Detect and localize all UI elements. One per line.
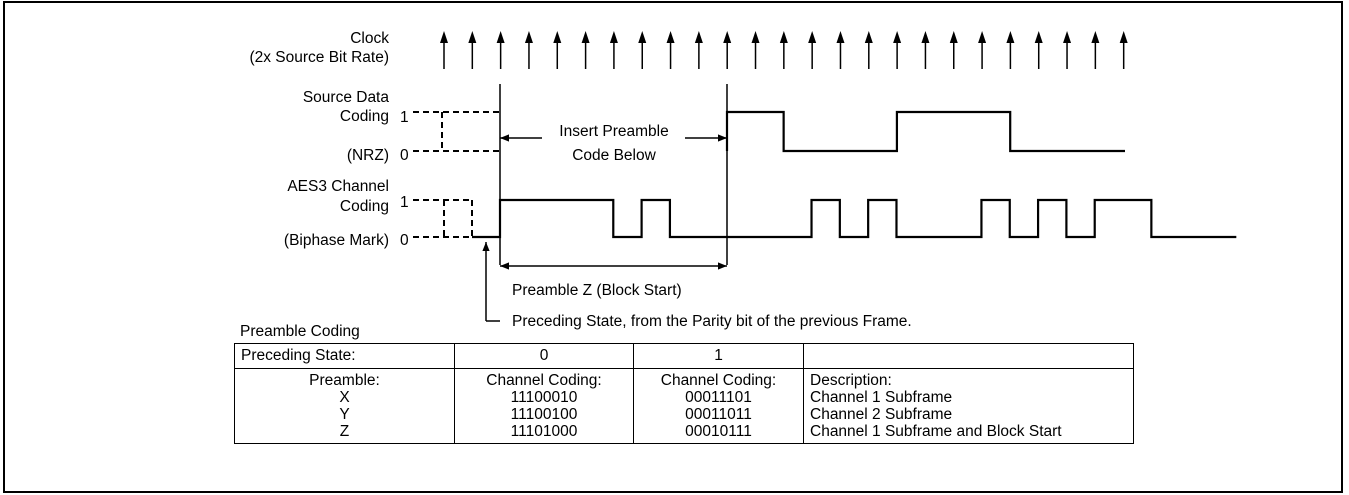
clock-label-line2: (2x Source Bit Rate) <box>249 49 389 66</box>
coding-state0-column: Channel Coding: 11100010 11100100 111010… <box>454 368 634 444</box>
preamble-column: Preamble: X Y Z <box>234 368 455 444</box>
source-level-low: 0 <box>400 147 409 164</box>
preceding-state-label: Preceding State, from the Parity bit of … <box>512 313 912 330</box>
preamble-x: X <box>339 389 350 406</box>
insert-preamble-line1: Insert Preamble <box>559 123 668 140</box>
clock-tick-arrow <box>978 31 987 43</box>
description-x: Channel 1 Subframe <box>810 389 953 406</box>
coding-y-state0: 11100100 <box>510 406 578 423</box>
source-label-line3: (NRZ) <box>347 147 389 164</box>
source-label-line1: Source Data <box>303 89 390 106</box>
clock-tick-arrow <box>496 31 505 43</box>
col-title-description: Description: <box>810 372 892 389</box>
clock-tick-arrow <box>666 31 675 43</box>
table-body-row: Preamble: X Y Z Channel Coding: 11100010… <box>234 368 1134 444</box>
source-level-high: 1 <box>400 109 409 126</box>
clock-tick-arrow <box>893 31 902 43</box>
table-caption: Preamble Coding <box>240 323 360 340</box>
clock-tick-arrow <box>440 31 448 43</box>
col-title-coding-1: Channel Coding: <box>660 372 777 389</box>
clock-ticks <box>440 31 1128 69</box>
aes3-label-line2: Coding <box>340 198 389 215</box>
clock-tick-arrow <box>1091 31 1100 43</box>
description-z: Channel 1 Subframe and Block Start <box>810 423 1062 440</box>
table-header-row: Preceding State: 0 1 <box>234 343 1134 369</box>
coding-z-state0: 11101000 <box>510 423 578 440</box>
clock-tick-arrow <box>751 31 760 43</box>
source-dashed-lines <box>413 111 500 152</box>
aes3-level-low: 0 <box>400 232 409 249</box>
nrz-waveform <box>725 110 1125 153</box>
header-empty <box>803 343 1134 369</box>
clock-tick-arrow <box>1119 31 1128 43</box>
clock-tick-arrow <box>949 31 958 43</box>
header-state-1: 1 <box>633 343 804 369</box>
clock-tick-arrow <box>723 31 732 43</box>
clock-tick-arrow <box>808 31 817 43</box>
preamble-coding-table: Preceding State: 0 1 Preamble: X Y Z Cha… <box>234 343 1134 444</box>
clock-tick-arrow <box>694 31 703 43</box>
clock-tick-arrow <box>864 31 873 43</box>
description-column: Description: Channel 1 Subframe Channel … <box>803 368 1134 444</box>
col-title-coding-0: Channel Coding: <box>486 372 602 389</box>
clock-tick-arrow <box>1006 31 1015 43</box>
clock-tick-arrow <box>921 31 930 43</box>
biphase-waveform <box>472 198 1237 239</box>
aes3-label-line1: AES3 Channel <box>287 178 389 195</box>
clock-tick-arrow <box>1034 31 1043 43</box>
coding-y-state1: 00011011 <box>685 406 752 423</box>
figure-frame <box>3 1 1343 493</box>
preamble-y: Y <box>339 406 350 423</box>
header-state-0: 0 <box>454 343 634 369</box>
clock-tick-arrow <box>468 31 477 43</box>
clock-tick-arrow <box>779 31 788 43</box>
clock-tick-arrow <box>553 31 562 43</box>
source-label-line2: Coding <box>340 108 389 125</box>
coding-z-state1: 00010111 <box>685 423 752 440</box>
coding-x-state0: 11100010 <box>510 389 578 406</box>
preamble-z: Z <box>339 423 350 440</box>
aes3-label-line3: (Biphase Mark) <box>284 232 389 249</box>
header-preceding-state: Preceding State: <box>234 343 455 369</box>
description-y: Channel 2 Subframe <box>810 406 953 423</box>
clock-tick-arrow <box>1063 31 1072 43</box>
clock-tick-arrow <box>836 31 845 43</box>
clock-tick-arrow <box>638 31 647 43</box>
coding-x-state1: 00011101 <box>685 389 752 406</box>
aes3-level-high: 1 <box>400 194 409 211</box>
coding-state1-column: Channel Coding: 00011101 00011011 000101… <box>633 368 804 444</box>
clock-tick-arrow <box>581 31 590 43</box>
clock-label-line1: Clock <box>350 30 389 47</box>
col-title-preamble: Preamble: <box>309 372 380 389</box>
insert-preamble-line2: Code Below <box>572 147 656 164</box>
aes3-dashed-lines <box>413 199 473 238</box>
clock-tick-arrow <box>609 31 618 43</box>
preamble-z-label: Preamble Z (Block Start) <box>512 282 682 299</box>
clock-tick-arrow <box>524 31 533 43</box>
